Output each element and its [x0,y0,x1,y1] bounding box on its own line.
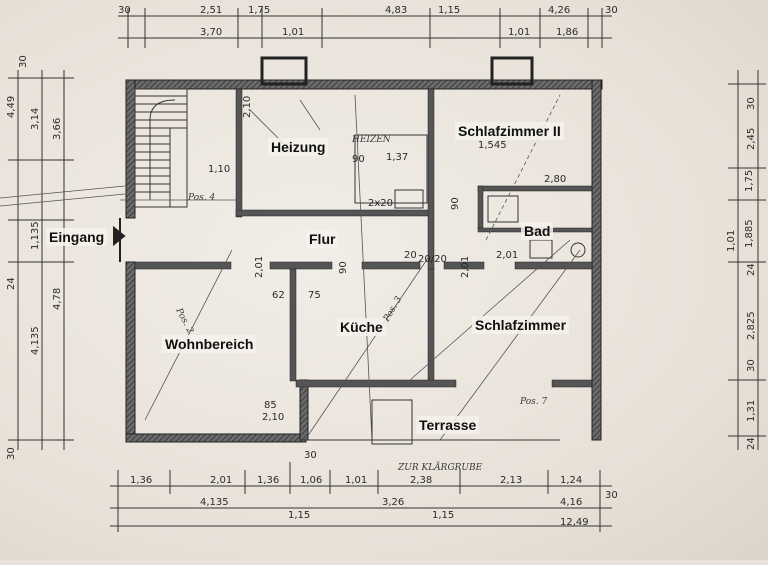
dim-bottom-2-01: 2,01 [210,475,232,486]
dim-20: 20 [404,250,417,261]
bottom-dimension-lines [110,462,612,532]
dim-2-10-b: 2,10 [262,412,284,423]
dim-1-545: 1,545 [478,140,507,151]
entrance-door [113,218,126,262]
dim-bottom-2-13: 2,13 [500,475,522,486]
dim-62: 62 [272,290,285,301]
dim-bottom-1-36-a: 1,36 [130,475,152,486]
outer-walls [125,79,603,443]
dim-top-1-15: 1,15 [438,5,460,16]
dim-right-24-top: 24 [746,263,757,276]
annotation-heizen: HEIZEN [351,135,392,145]
room-label-schlafzimmer-2: Schlafzimmer II [455,122,564,140]
staircase [134,88,188,208]
dim-right-24-bottom: 24 [746,437,757,450]
right-dimension-lines [728,70,766,450]
dim-right-1-31: 1,31 [746,400,757,422]
dim-right-30-top: 30 [746,97,757,110]
heating-equipment [354,134,428,209]
dim-2-01-c: 2,01 [496,250,518,261]
annotation-pos4: Pos. 4 [187,193,215,203]
dim-right-1-75: 1,75 [744,170,755,192]
left-dimension-lines [8,70,74,450]
dim-2-01-b: 2,01 [460,256,471,278]
bottom-dimension-labels: 1,36 2,01 1,36 1,06 1,01 2,38 2,13 1,24 … [130,475,618,528]
dim-bottom-30: 30 [605,490,618,501]
dim-right-1-885: 1,885 [744,219,755,248]
inner-walls [134,88,593,388]
dim-left-30-bottom: 30 [6,447,17,460]
dim-bottom-2-38: 2,38 [410,475,432,486]
dim-2-10: 2,10 [242,96,253,118]
dim-bottom-1-06: 1,06 [300,475,322,486]
dim-2x20: 2x20 [368,198,393,209]
dim-bottom-1-24: 1,24 [560,475,582,486]
dim-bottom-1-15-a: 1,15 [288,510,310,521]
dim-left-24: 24 [6,277,17,290]
room-label-eingang: Eingang [46,228,108,246]
right-dimension-labels: 30 2,45 1,75 1,885 1,01 24 2,825 30 1,31… [726,97,757,450]
interior-dimensions: 1,10 2,10 90 1,37 2,80 1,545 2,01 2,01 2… [208,96,566,461]
dim-bottom-4-135: 4,135 [200,497,229,508]
dim-left-1-135: 1,135 [30,221,41,250]
room-label-flur: Flur [306,230,339,248]
dim-bottom-1-01: 1,01 [345,475,367,486]
dim-90-c: 90 [450,197,461,210]
dim-top-2-51: 2,51 [200,5,222,16]
dim-bottom-1-15-b: 1,15 [432,510,454,521]
dim-85: 85 [264,400,277,411]
handwritten-annotations: Pos. 4 Pos. 2 Pos. 3 Pos. 7 HEIZEN ZUR K… [173,135,548,473]
dim-right-2-45: 2,45 [746,128,757,150]
dim-top-1-86: 1,86 [556,27,578,38]
construction-lines [0,94,581,441]
dim-90-a: 90 [352,154,365,165]
room-label-schlafzimmer: Schlafzimmer [472,316,570,334]
chimneys [260,56,534,86]
annotation-pos7: Pos. 7 [519,397,547,407]
room-label-terrasse: Terrasse [416,416,480,434]
dim-left-4-49: 4,49 [6,96,17,118]
dim-left-30-top: 30 [18,55,29,68]
left-dimension-labels: 30 4,49 3,14 3,66 1,135 24 4,135 4,78 30 [6,55,63,460]
dim-top-1-75: 1,75 [248,5,270,16]
room-label-wohnbereich: Wohnbereich [162,335,257,353]
dim-30: 30 [304,450,317,461]
room-label-kueche: Küche [337,318,386,336]
annotation-zur-klaergrube: ZUR KLÄRGRUBE [397,461,483,473]
dim-bottom-12-49: 12,49 [560,517,589,528]
dim-top-1-01-a: 1,01 [282,27,304,38]
top-dimension-lines [118,8,612,48]
dim-bottom-1-36-b: 1,36 [257,475,279,486]
dim-1-37: 1,37 [386,152,408,163]
room-label-bad: Bad [521,222,554,240]
bath-fixtures [487,195,586,259]
dim-1-10: 1,10 [208,164,230,175]
dim-right-1-01: 1,01 [726,230,737,252]
dim-right-30-mid: 30 [746,359,757,372]
top-dimension-labels: 30 2,51 1,75 4,83 1,15 4,26 30 3,70 1,01… [118,5,618,38]
dim-left-3-66: 3,66 [52,118,63,140]
dim-left-4-78: 4,78 [52,288,63,310]
dim-top-30-right: 30 [605,5,618,16]
dim-20-20: 20/20 [418,254,447,265]
dim-top-4-26: 4,26 [548,5,570,16]
dim-top-1-01-b: 1,01 [508,27,530,38]
dim-top-30-left: 30 [118,5,131,16]
dim-bottom-4-16: 4,16 [560,497,582,508]
dim-2-80: 2,80 [544,174,566,185]
dim-75: 75 [308,290,321,301]
dim-left-3-14: 3,14 [30,108,41,130]
dim-top-3-70: 3,70 [200,27,222,38]
dim-top-4-83: 4,83 [385,5,407,16]
dim-left-4-135: 4,135 [30,326,41,355]
annotation-pos2: Pos. 2 [173,306,195,336]
dim-90-b: 90 [338,261,349,274]
room-label-heizung: Heizung [268,138,329,156]
dim-2-01-a: 2,01 [254,256,265,278]
terrace-outline [300,399,560,445]
dim-bottom-3-26: 3,26 [382,497,404,508]
dim-right-2-825: 2,825 [746,311,757,340]
